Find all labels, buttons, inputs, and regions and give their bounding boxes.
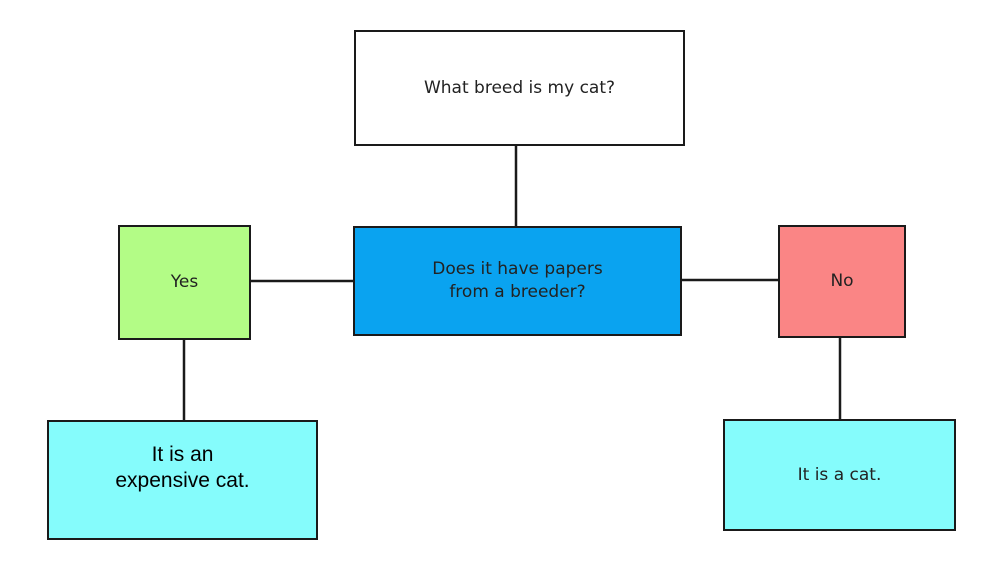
node-question-label: What breed is my cat?: [423, 77, 616, 98]
node-cat: It is a cat.: [723, 419, 956, 531]
node-no: No: [778, 225, 906, 338]
node-expensive-cat-label: It is an expensive cat.: [115, 443, 250, 493]
node-question: What breed is my cat?: [354, 30, 685, 146]
node-cat-label: It is a cat.: [797, 464, 882, 485]
node-yes: Yes: [118, 225, 251, 340]
node-papers-label: Does it have papers from a breeder?: [432, 259, 603, 302]
node-yes-label: Yes: [170, 272, 199, 293]
node-papers: Does it have papers from a breeder?: [353, 226, 682, 336]
node-no-label: No: [830, 271, 854, 292]
node-expensive-cat: It is an expensive cat.: [47, 420, 318, 540]
